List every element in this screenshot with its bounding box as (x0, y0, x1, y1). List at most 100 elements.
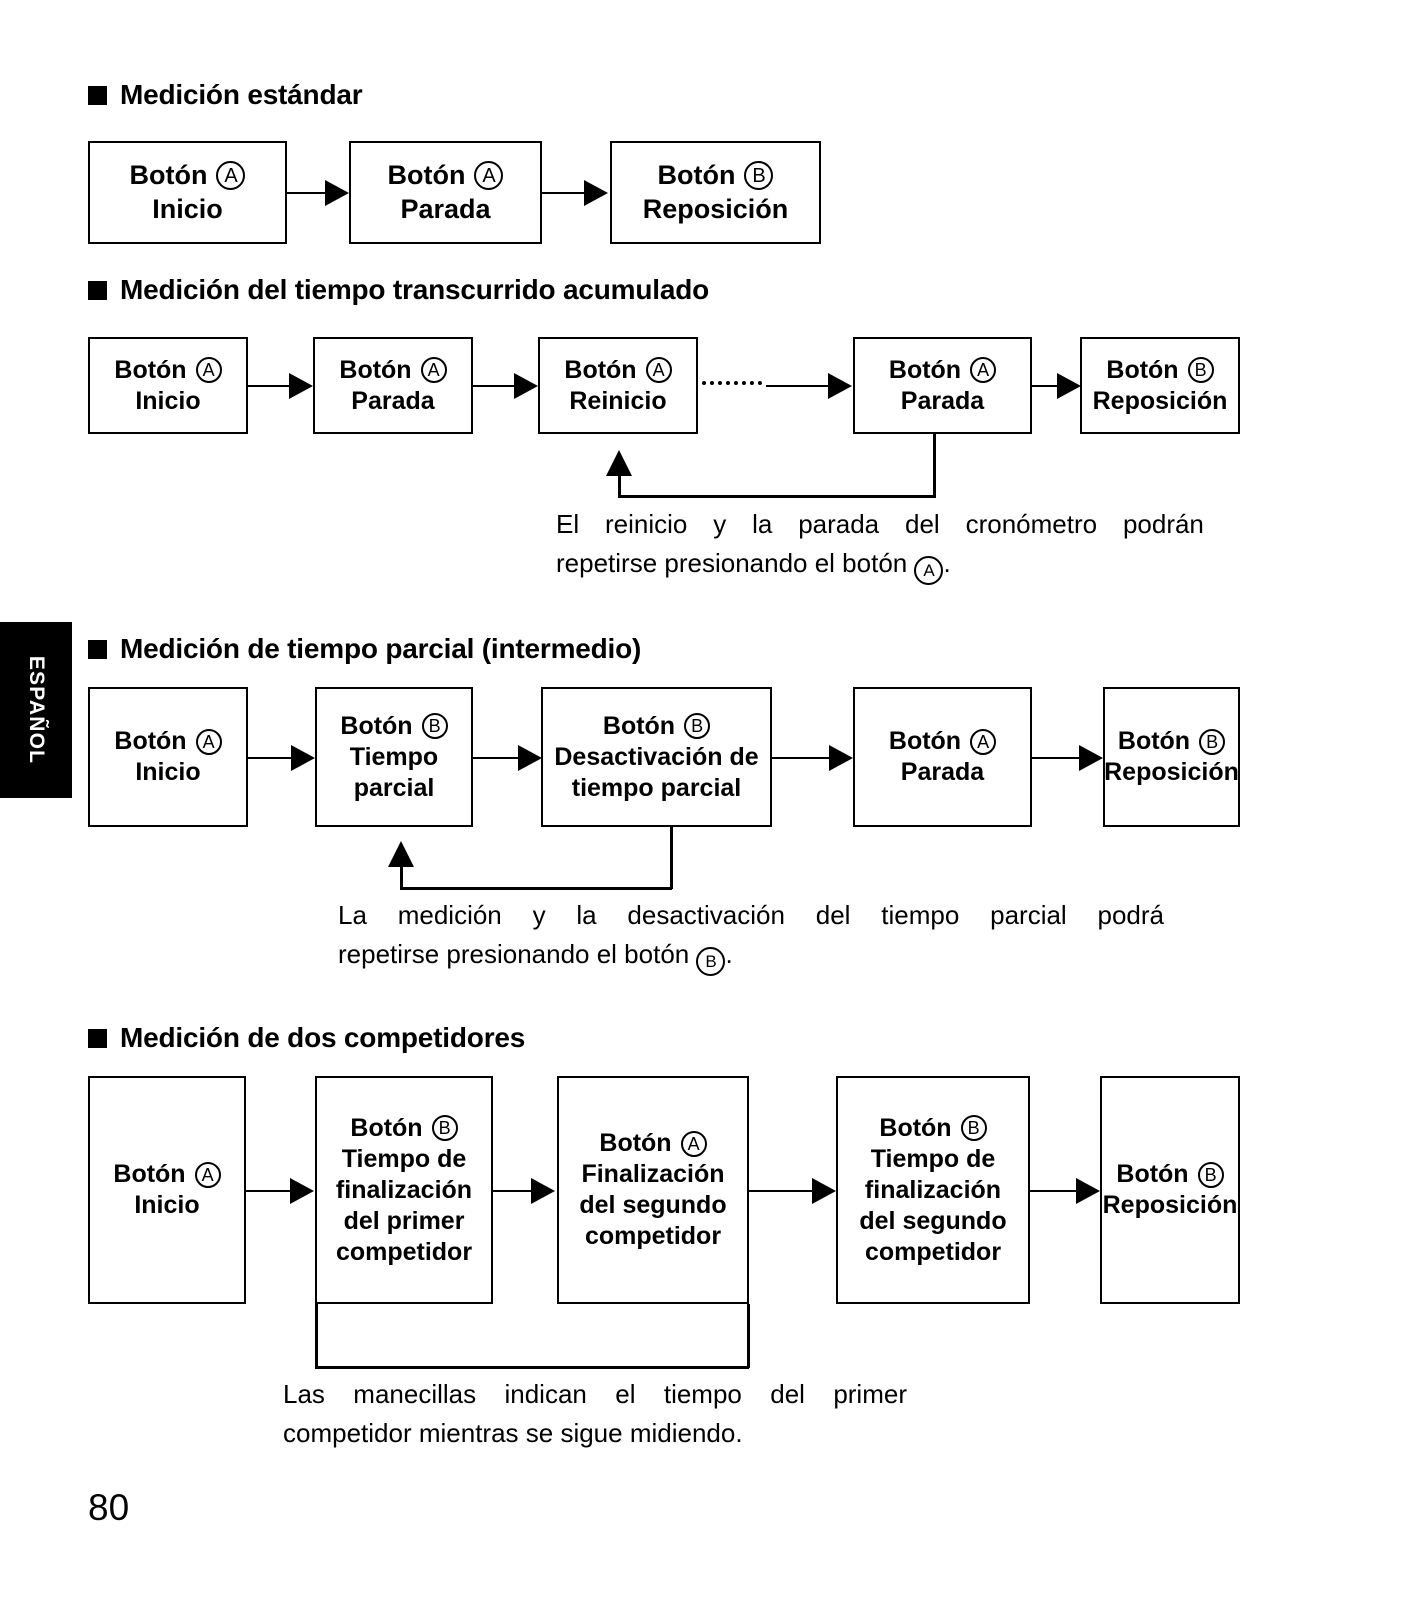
flow-box-button-row: Botón A (599, 1128, 707, 1159)
flow-box-button-word: Botón (1117, 727, 1191, 755)
flow-box-action: Parada (900, 758, 985, 786)
flow-box-button-word: Botón (113, 1160, 186, 1188)
caption-accumulated: El reinicio y la parada del cronómetro p… (556, 505, 1204, 586)
button-b-icon: B (431, 1115, 458, 1141)
flow-box-action: Inicio (135, 386, 201, 415)
arrow-head-icon (1079, 745, 1103, 771)
flow-box[interactable]: Botón A Parada (349, 141, 542, 244)
flow-box[interactable]: Botón A Inicio (88, 337, 248, 434)
flow-box[interactable]: Botón A Inicio (88, 1076, 246, 1304)
bullet-square-icon (88, 1028, 107, 1048)
flow-box-button-row: Botón A (888, 726, 997, 757)
button-a-icon: A (970, 357, 997, 383)
flow-box[interactable]: Botón B Reposición (1103, 687, 1240, 827)
flow-box-button-word: Botón (114, 355, 187, 384)
flow-box[interactable]: Botón B Tiempo parcial (315, 687, 473, 827)
button-a-icon: A (680, 1130, 707, 1157)
arrow-head-icon (289, 373, 313, 399)
flow-box-button-row: Botón A (388, 159, 504, 192)
flow-box-button-word: Botón (114, 727, 187, 755)
flow-box-action: Reposición (1102, 1191, 1238, 1219)
section-heading-label: Medición de dos competidores (120, 1022, 526, 1053)
flow-box-action: Tiempo de (870, 1144, 996, 1173)
language-side-tab-label: ESPAÑOL (25, 655, 48, 765)
button-a-icon: A (474, 161, 504, 191)
flow-box-button-row: Botón A (564, 355, 672, 386)
flow-box-action: Tiempo (349, 742, 439, 771)
flow-box[interactable]: Botón B Tiempo de finalización del segun… (836, 1076, 1030, 1304)
flow-box-button-row: Botón A (889, 355, 997, 386)
flow-box[interactable]: Botón A Finalización del segundo competi… (557, 1076, 749, 1304)
flow-box-button-word: Botón (129, 160, 208, 191)
flow-box[interactable]: Botón A Parada (313, 337, 473, 434)
flow-box-button-row: Botón B (350, 1113, 458, 1144)
flow-arrow (248, 373, 313, 399)
flow-arrow (766, 373, 852, 399)
bullet-square-icon (88, 280, 107, 300)
arrow-head-icon (812, 1178, 836, 1204)
bracket-connector (315, 1304, 318, 1368)
flow-arrow (1030, 1178, 1100, 1204)
flow-box[interactable]: Botón B Tiempo de finalización del prime… (315, 1076, 493, 1304)
button-a-icon: A (420, 357, 447, 383)
flow-box[interactable]: Botón A Inicio (88, 687, 248, 827)
button-a-icon: A (914, 556, 944, 586)
button-a-icon: A (645, 357, 672, 383)
section-heading-standard: Medición estándar (88, 79, 363, 111)
flow-box-action: Finalización (581, 1160, 725, 1188)
page-number: 80 (88, 1487, 130, 1528)
flow-box-action: del segundo (859, 1206, 1007, 1235)
arrow-head-icon (531, 1178, 555, 1204)
flow-box-button-word: Botón (888, 727, 962, 755)
flow-box-button-row: Botón B (1116, 1159, 1224, 1190)
button-b-icon: B (1199, 728, 1226, 755)
button-a-icon: A (195, 357, 222, 383)
flow-box[interactable]: Botón B Reposición (1100, 1076, 1240, 1304)
button-b-icon: B (421, 713, 448, 739)
flow-box-action: Parada (351, 386, 435, 415)
arrow-head-icon (325, 180, 349, 206)
flow-box[interactable]: Botón A Inicio (88, 141, 287, 244)
flow-box[interactable]: Botón B Reposición (1080, 337, 1240, 434)
arrow-head-icon (829, 745, 853, 771)
flow-box[interactable]: Botón A Parada (853, 687, 1032, 827)
caption-line: La medición y la desactivación del tiemp… (338, 900, 1164, 930)
flow-box[interactable]: Botón A Reinicio (538, 337, 698, 434)
flow-box-button-word: Botón (599, 1129, 672, 1157)
button-b-icon: B (1197, 1161, 1224, 1188)
bullet-square-icon (88, 639, 107, 659)
flow-box-button-row: Botón B (879, 1113, 987, 1144)
loopback-connector (618, 475, 621, 497)
button-b-icon: B (744, 161, 774, 191)
caption-two-competitors: Las manecillas indican el tiempo del pri… (283, 1375, 907, 1453)
flow-box-action: Desactivación de (554, 742, 759, 771)
language-side-tab: ESPAÑOL (0, 622, 72, 798)
flow-box-button-word: Botón (1116, 1160, 1189, 1188)
flow-box-button-row: Botón A (114, 355, 222, 386)
caption-line: Las manecillas indican el tiempo del pri… (283, 1379, 907, 1409)
flow-box-action: Parada (400, 193, 491, 224)
flow-box-button-row: Botón B (340, 711, 448, 742)
button-b-icon: B (684, 713, 711, 739)
flow-box[interactable]: Botón A Parada (853, 337, 1032, 434)
arrow-head-icon (584, 180, 608, 206)
flow-box-button-row: Botón A (113, 1159, 221, 1190)
flow-box[interactable]: Botón B Reposición (610, 141, 821, 244)
flow-box-action: Reposición (1092, 386, 1228, 415)
bracket-connector (315, 1366, 749, 1369)
loopback-connector (618, 495, 936, 498)
loopback-connector (400, 866, 403, 889)
flow-arrow (473, 745, 542, 771)
flow-arrow (542, 180, 608, 206)
flow-arrow (287, 180, 349, 206)
flow-box-button-row: Botón B (1106, 355, 1214, 386)
flow-box-action: competidor (584, 1222, 722, 1250)
flow-box-action: Reposición (1104, 758, 1239, 786)
loopback-connector (400, 887, 672, 890)
arrow-head-icon (291, 745, 315, 771)
bullet-square-icon (88, 85, 107, 105)
flow-box-action: parcial (353, 773, 435, 802)
flow-box[interactable]: Botón B Desactivación de tiempo parcial (541, 687, 772, 827)
arrow-head-icon (514, 373, 538, 399)
section-heading-two-competitors: Medición de dos competidores (88, 1022, 525, 1054)
